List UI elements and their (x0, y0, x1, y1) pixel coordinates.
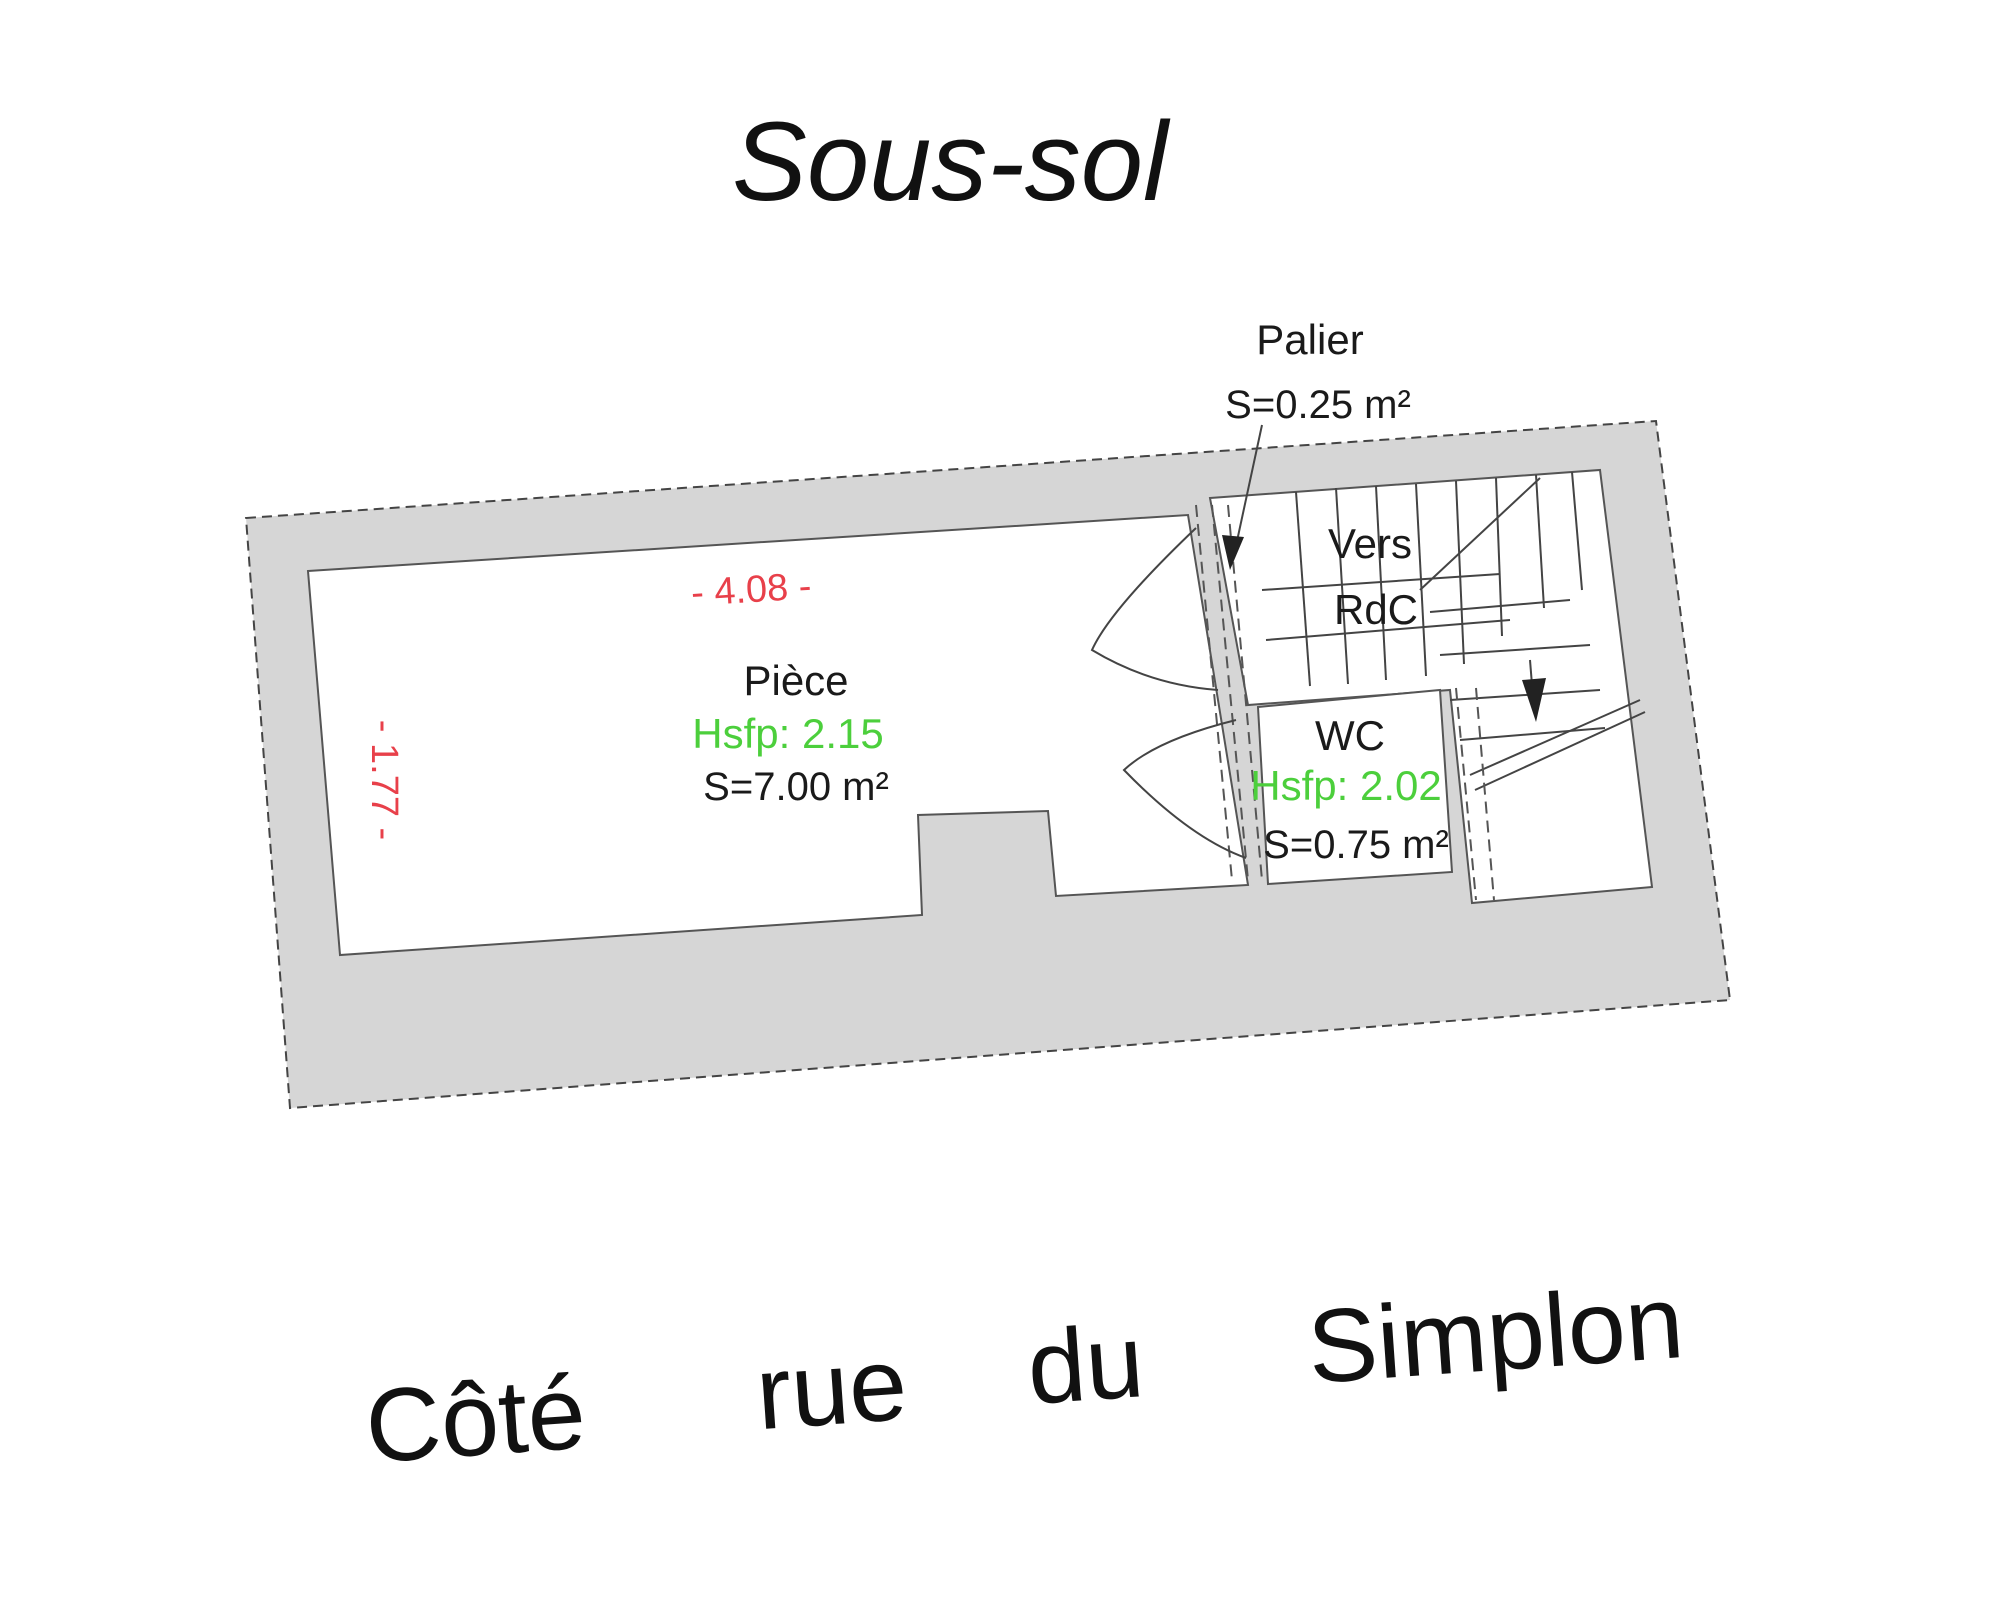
wc-surface: S=0.75 m² (1263, 823, 1449, 867)
wc-hsfp: Hsfp: 2.02 (1250, 762, 1441, 809)
door-swing-piece (1090, 527, 1219, 691)
street-word-2: rue (753, 1326, 911, 1452)
palier-pointer (1233, 424, 1263, 556)
stairs-label-line1: Vers (1328, 520, 1412, 567)
wc-name: WC (1315, 712, 1385, 759)
piece-surface: S=7.00 m² (703, 765, 889, 809)
palier-surface: S=0.25 m² (1225, 383, 1411, 427)
piece-name: Pièce (743, 657, 848, 704)
dimension-depth: - 1.77 - (363, 720, 405, 840)
stair-treads (1261, 471, 1646, 791)
palier-name: Palier (1256, 316, 1363, 363)
street-word-4: Simplon (1304, 1264, 1687, 1406)
street-word-1: Côté (362, 1355, 589, 1486)
room-wc (1256, 688, 1454, 886)
stair-direction-arrow-icon (1522, 678, 1546, 722)
palier-arrow-icon (1222, 535, 1244, 570)
dimension-width: - 4.08 - (690, 565, 813, 614)
stair-guides (1195, 504, 1495, 901)
stairs-label-line2: RdC (1334, 586, 1418, 633)
piece-hsfp: Hsfp: 2.15 (692, 710, 883, 757)
plan-title: Sous-sol (732, 99, 1171, 224)
door-swing-wc (1122, 719, 1247, 859)
street-word-3: du (1024, 1303, 1147, 1427)
